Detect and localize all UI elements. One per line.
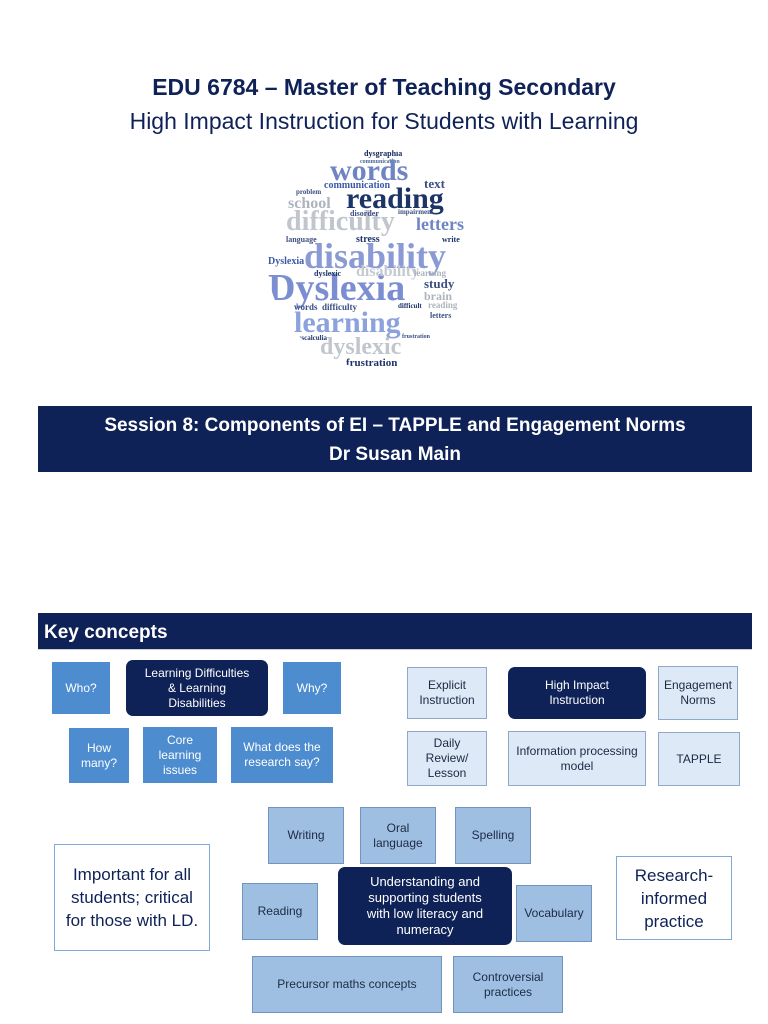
cloud-word: text <box>424 176 446 191</box>
cloud-word: study <box>424 276 455 291</box>
cloud-word: words <box>330 154 408 187</box>
precursor-maths-box: Precursor maths concepts <box>252 956 442 1013</box>
controversial-practices-box: Controversial practices <box>453 956 563 1013</box>
cloud-word: frustration <box>402 334 431 340</box>
cloud-word: disorder <box>350 209 379 218</box>
oral-language-box: Oral language <box>360 807 436 864</box>
cloud-word: learning <box>414 268 447 278</box>
cloud-word: dyslexic <box>314 269 342 278</box>
why-box: Why? <box>283 662 341 714</box>
cloud-word: difficulty <box>322 302 357 312</box>
cloud-word: difficulty <box>286 206 395 237</box>
cloud-word: school <box>288 195 331 212</box>
cloud-word: dyscalculia <box>294 334 328 342</box>
cloud-word: brain <box>424 289 452 303</box>
cloud-word: impairment <box>398 208 434 216</box>
important-for-all-box: Important for all students; critical for… <box>54 844 210 951</box>
daily-review-box: Daily Review/ Lesson <box>407 731 487 786</box>
session-title: Session 8: Components of EI – TAPPLE and… <box>104 415 686 436</box>
cloud-word: language <box>286 235 317 244</box>
engagement-norms-box: Engagement Norms <box>658 666 738 720</box>
cloud-word: dysgraphia <box>364 149 402 158</box>
course-title: EDU 6784 – Master of Teaching Secondary <box>152 74 616 100</box>
cloud-word: Dyslexia <box>268 256 304 267</box>
course-subtitle: High Impact Instruction for Students wit… <box>129 108 639 134</box>
information-processing-box: Information processing model <box>508 731 646 786</box>
writing-box: Writing <box>268 807 344 864</box>
cloud-word: difficult <box>398 302 422 310</box>
cloud-word: problem <box>296 188 321 196</box>
cloud-word: reading <box>346 182 444 215</box>
cloud-word: letters <box>430 311 451 320</box>
key-concepts-slide: Key concepts Who? Learning Difficulties … <box>38 613 752 1013</box>
research-say-box: What does the research say? <box>231 727 333 783</box>
cloud-word: letters <box>416 214 464 234</box>
slide-title: Key concepts <box>38 613 752 649</box>
cloud-word: learning <box>294 306 401 339</box>
research-informed-practice-box: Research- informed practice <box>616 856 732 940</box>
presenter-name: Dr Susan Main <box>329 444 461 465</box>
cloud-word: stress <box>356 234 380 245</box>
learning-difficulties-box: Learning Difficulties & Learning Disabil… <box>126 660 268 716</box>
understanding-supporting-box: Understanding and supporting students wi… <box>338 867 512 945</box>
how-many-box: How many? <box>69 728 129 783</box>
core-learning-issues-box: Core learning issues <box>143 727 217 783</box>
cloud-word: words <box>294 302 318 312</box>
cloud-word: disability <box>356 263 419 280</box>
explicit-instruction-box: Explicit Instruction <box>407 667 487 719</box>
cloud-word: write <box>442 235 460 244</box>
who-box: Who? <box>52 662 110 714</box>
slide-divider <box>38 649 752 650</box>
spelling-box: Spelling <box>455 807 531 864</box>
cloud-word: dyslexic <box>320 334 402 360</box>
cloud-word: communication <box>360 159 400 165</box>
cloud-word: education <box>362 369 383 372</box>
vocabulary-box: Vocabulary <box>516 885 592 942</box>
session-banner: Session 8: Components of EI – TAPPLE and… <box>38 406 752 472</box>
tapple-box: TAPPLE <box>658 732 740 786</box>
cloud-word: frustration <box>346 357 397 369</box>
high-impact-instruction-box: High Impact Instruction <box>508 667 646 719</box>
reading-box: Reading <box>242 883 318 940</box>
dyslexia-word-cloud-image: dysgraphia communication words text comm… <box>268 149 464 372</box>
cloud-word: Dyslexia <box>268 267 405 309</box>
cloud-word: disability <box>304 236 446 276</box>
cloud-word: communication <box>324 180 391 191</box>
cloud-word: reading <box>428 300 458 310</box>
